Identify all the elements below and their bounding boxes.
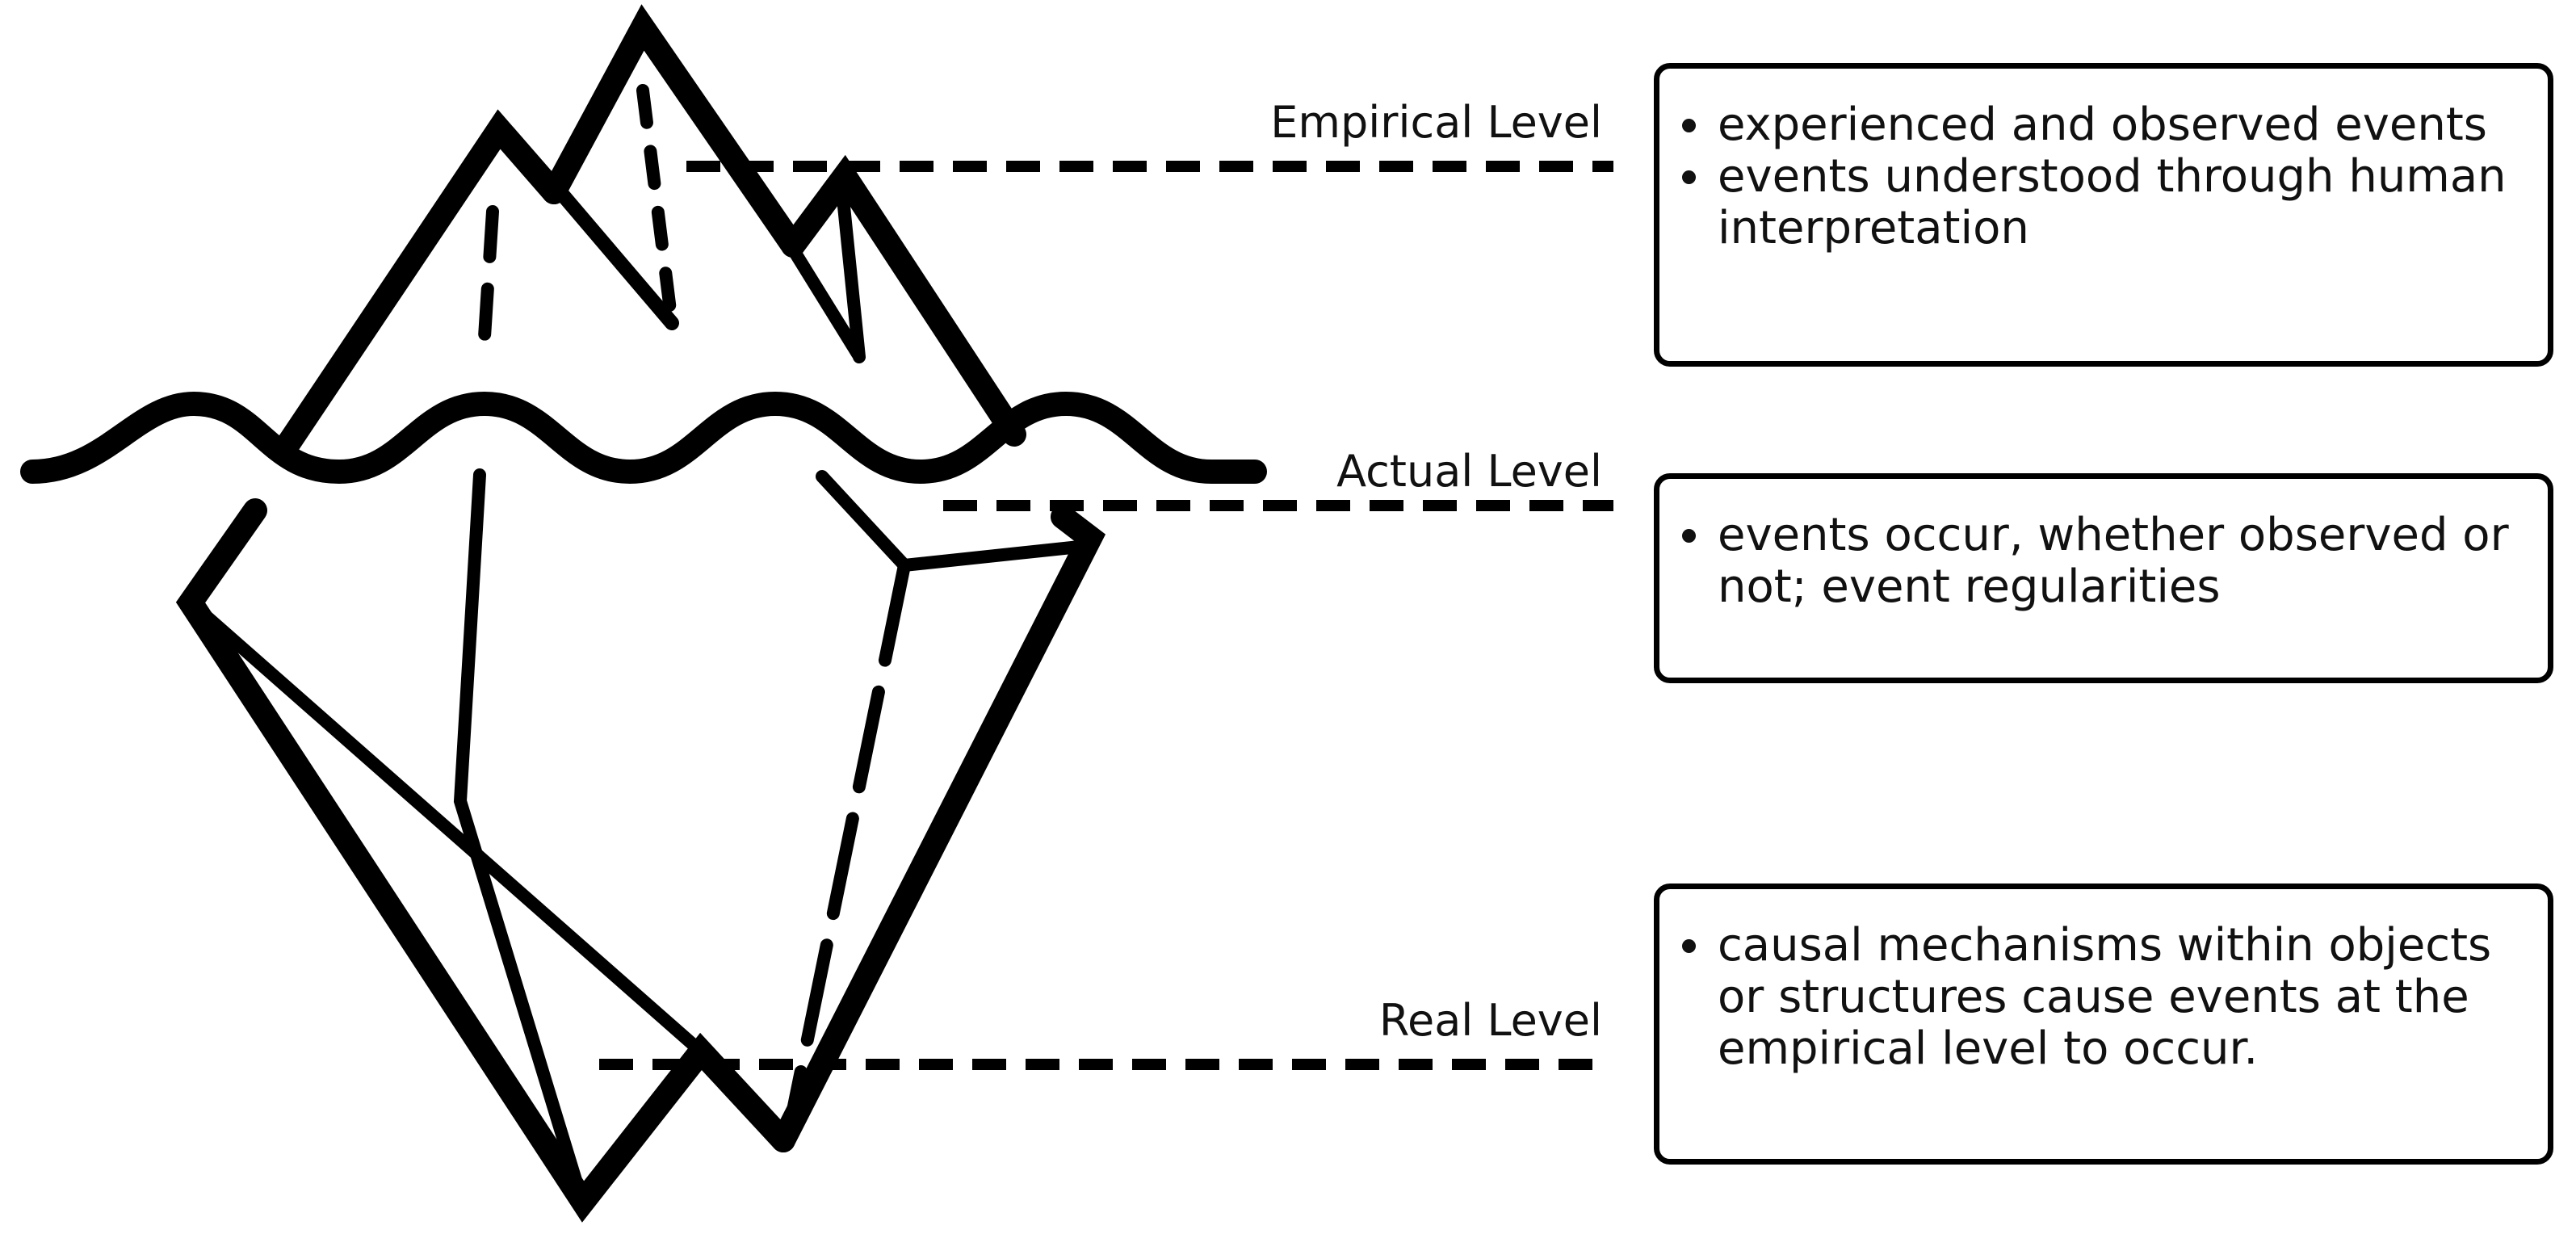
empirical-level-label: Empirical Level bbox=[1270, 97, 1602, 148]
iceberg-icon bbox=[277, 4, 1026, 455]
iceberg-right-peak bbox=[781, 154, 1026, 447]
iceberg-under-diag-long bbox=[184, 596, 707, 1058]
real-bullet-list: causal mechanisms within objects or stru… bbox=[1682, 920, 2524, 1075]
actual-bullet-1: events occur, whether observed or not; e… bbox=[1682, 510, 2524, 613]
real-level-box: causal mechanisms within objects or stru… bbox=[1654, 884, 2553, 1165]
water-wave-icon bbox=[20, 391, 1267, 485]
iceberg-fold-right bbox=[835, 176, 866, 363]
iceberg-under-outline-right bbox=[771, 505, 1106, 1152]
actual-level-label: Actual Level bbox=[1336, 446, 1602, 497]
iceberg-center-peak bbox=[542, 4, 805, 258]
real-level-label: Real Level bbox=[1378, 995, 1602, 1046]
level-connectors bbox=[599, 161, 1613, 1070]
empirical-bullet-2: events understood through human interpre… bbox=[1682, 151, 2524, 254]
iceberg-dash-left bbox=[476, 205, 499, 368]
empirical-level-box: experienced and observed events events u… bbox=[1654, 63, 2553, 367]
iceberg-under-right-fold bbox=[816, 470, 1093, 573]
iceberg-under-left-vertical bbox=[453, 468, 588, 1205]
actual-bullet-list: events occur, whether observed or not; e… bbox=[1682, 510, 2524, 613]
empirical-bullet-1: experienced and observed events bbox=[1682, 99, 2524, 151]
iceberg-left-peak bbox=[277, 109, 566, 455]
iceberg-fold-right-diag bbox=[788, 246, 864, 360]
real-bullet-1: causal mechanisms within objects or stru… bbox=[1682, 920, 2524, 1075]
empirical-bullet-list: experienced and observed events events u… bbox=[1682, 99, 2524, 254]
iceberg-fold-left bbox=[553, 185, 679, 330]
iceberg-dash-center bbox=[636, 84, 678, 329]
iceberg-underwater bbox=[175, 468, 1106, 1223]
iceberg-under-dash bbox=[782, 559, 911, 1140]
actual-level-box: events occur, whether observed or not; e… bbox=[1654, 473, 2553, 683]
